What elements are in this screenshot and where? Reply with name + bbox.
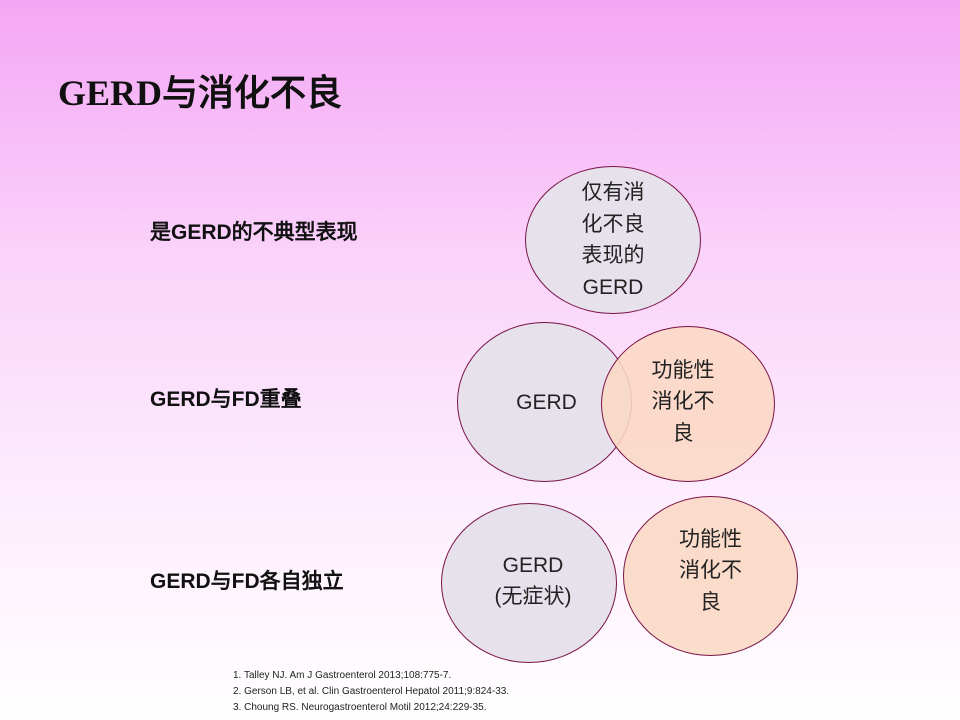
- reference-item: 2. Gerson LB, et al. Clin Gastroenterol …: [233, 686, 510, 697]
- overlap-fd-circle: 功能性 消化不 良: [601, 326, 775, 482]
- row-label-atypical: 是GERD的不典型表现: [150, 221, 358, 244]
- reference-item: 3. Choung RS. Neurogastroenterol Motil 2…: [233, 702, 487, 713]
- independent-fd-circle: 功能性 消化不 良: [623, 496, 798, 656]
- slide-title: GERD与消化不良: [58, 73, 343, 113]
- independent-fd-text: 功能性 消化不 良: [679, 527, 742, 614]
- atypical-gerd-circle: 仅有消 化不良 表现的 GERD: [525, 166, 701, 314]
- independent-gerd-text: GERD (无症状): [494, 553, 572, 609]
- references: 1. Talley NJ. Am J Gastroenterol 2013;10…: [233, 668, 509, 716]
- reference-item: 1. Talley NJ. Am J Gastroenterol 2013;10…: [233, 670, 452, 681]
- row-label-overlap: GERD与FD重叠: [150, 388, 302, 411]
- row-label-independent: GERD与FD各自独立: [150, 570, 344, 593]
- independent-gerd-circle: GERD (无症状): [441, 503, 617, 663]
- atypical-gerd-text: 仅有消 化不良 表现的 GERD: [581, 181, 645, 299]
- overlap-gerd-text: GERD: [516, 391, 577, 415]
- overlap-fd-text: 功能性 消化不 良: [651, 358, 715, 445]
